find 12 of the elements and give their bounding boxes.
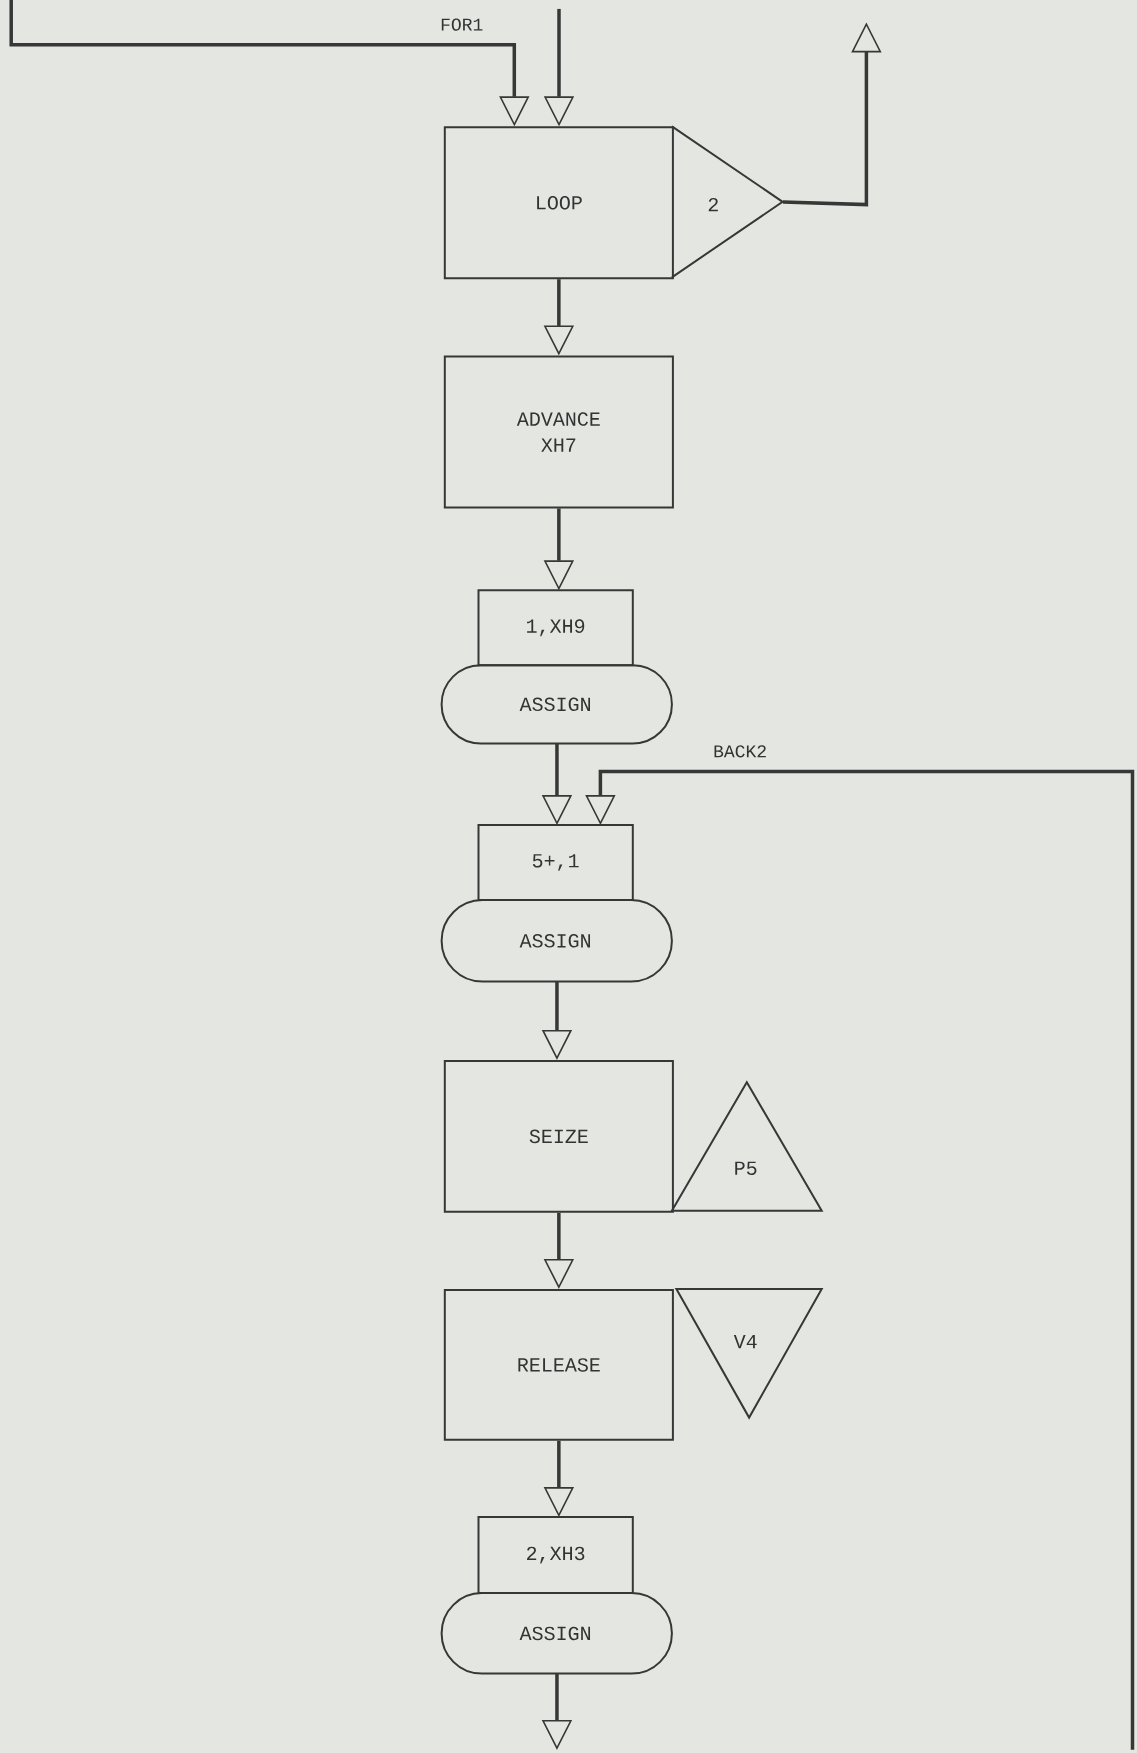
- block-box: SEIZE: [443, 1059, 674, 1213]
- edge-label: BACK2: [711, 743, 770, 760]
- assign-block: 5+,1 ASSIGN: [440, 824, 673, 983]
- arrow: [585, 769, 1135, 1750]
- block-box: ADVANCE XH7: [443, 355, 674, 509]
- node-label: 2,XH3: [527, 1546, 585, 1564]
- assign-block: 2,XH3 ASSIGN: [440, 1516, 673, 1675]
- block-box: RELEASE: [443, 1289, 674, 1441]
- node-label: 5+,1: [532, 854, 579, 871]
- block-box: LOOP: [443, 126, 674, 280]
- assign-block: 1,XH9 ASSIGN: [440, 589, 673, 745]
- node-label: 1,XH9: [527, 619, 585, 637]
